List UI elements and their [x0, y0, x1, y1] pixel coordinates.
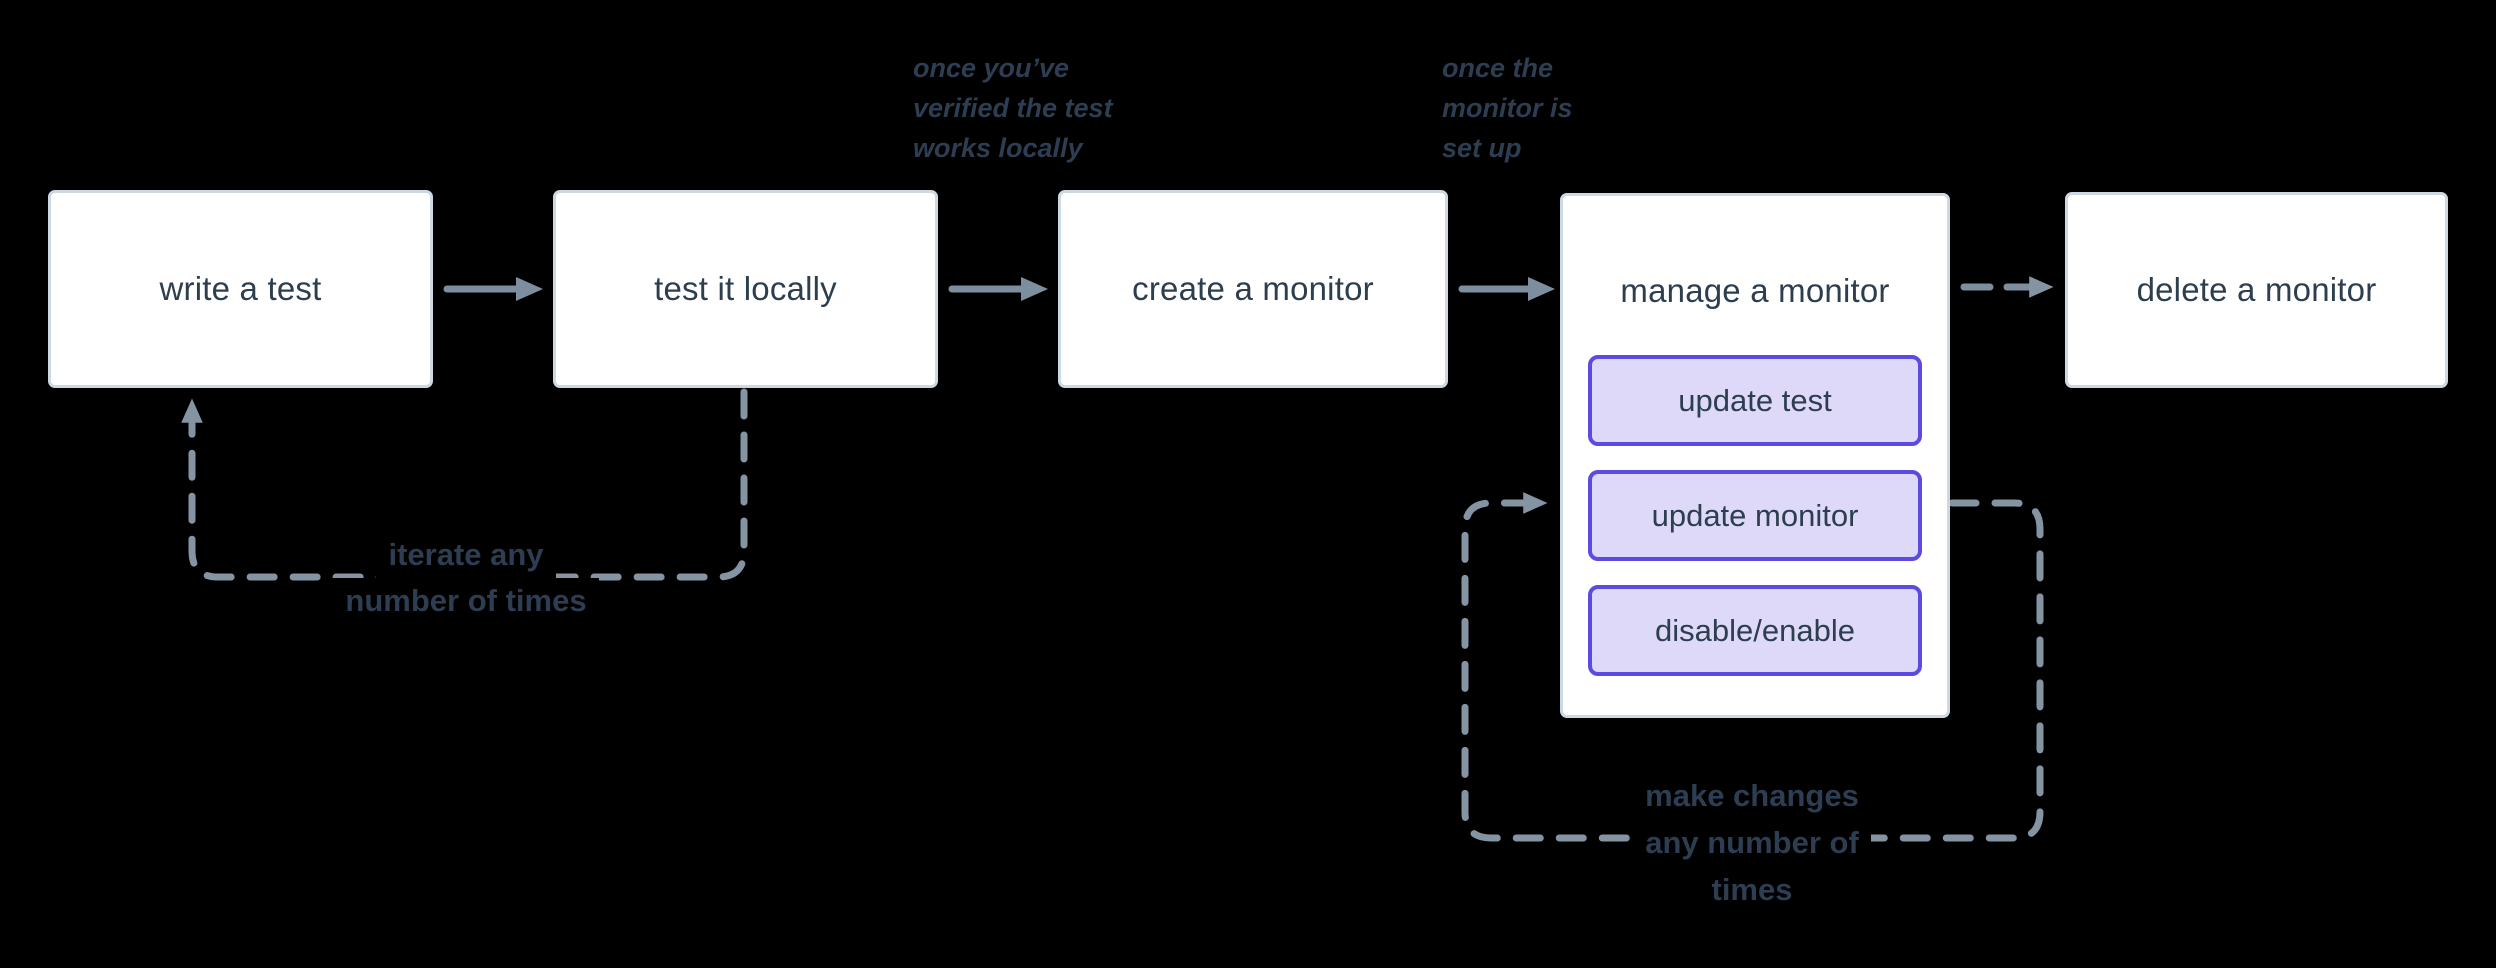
annotation-line: once you’ve	[913, 53, 1070, 83]
loop-label-line: any number of	[1633, 819, 1871, 866]
annotation-line: verified the test	[913, 93, 1113, 123]
annotation-line: once the	[1442, 53, 1554, 83]
annotation-line: monitor is	[1442, 93, 1573, 123]
button-update-monitor: update monitor	[1588, 470, 1922, 561]
node-delete-monitor: delete a monitor	[2065, 192, 2448, 388]
button-update-test: update test	[1588, 355, 1922, 446]
node-label: create a monitor	[1132, 270, 1374, 307]
loop-label-make-changes: make changes any number of times	[1542, 772, 1962, 913]
node-label: write a test	[159, 270, 322, 307]
button-disable-enable: disable/enable	[1588, 585, 1922, 676]
node-test-locally: test it locally	[553, 190, 938, 388]
node-create-monitor: create a monitor	[1058, 190, 1448, 388]
loop-label-line: make changes	[1633, 772, 1871, 819]
annotation-line: set up	[1442, 133, 1522, 163]
node-label: delete a monitor	[2136, 271, 2377, 308]
manage-actions: update test update monitor disable/enabl…	[1563, 355, 1947, 676]
annotation-once-setup: once the monitor is set up	[1442, 48, 1573, 168]
loop-label-line: iterate any	[376, 532, 556, 578]
annotation-once-verified: once you’ve verified the test works loca…	[913, 48, 1113, 168]
node-label: test it locally	[654, 270, 837, 307]
loop-label-line: times	[1699, 866, 1805, 913]
node-label: manage a monitor	[1620, 271, 1890, 309]
annotation-line: works locally	[913, 133, 1083, 163]
node-title: manage a monitor	[1563, 226, 1947, 355]
node-write-test: write a test	[48, 190, 433, 388]
loop-label-line: number of times	[333, 578, 599, 624]
node-manage-monitor: manage a monitor update test update moni…	[1560, 193, 1950, 718]
loop-label-iterate: iterate any number of times	[266, 532, 666, 624]
